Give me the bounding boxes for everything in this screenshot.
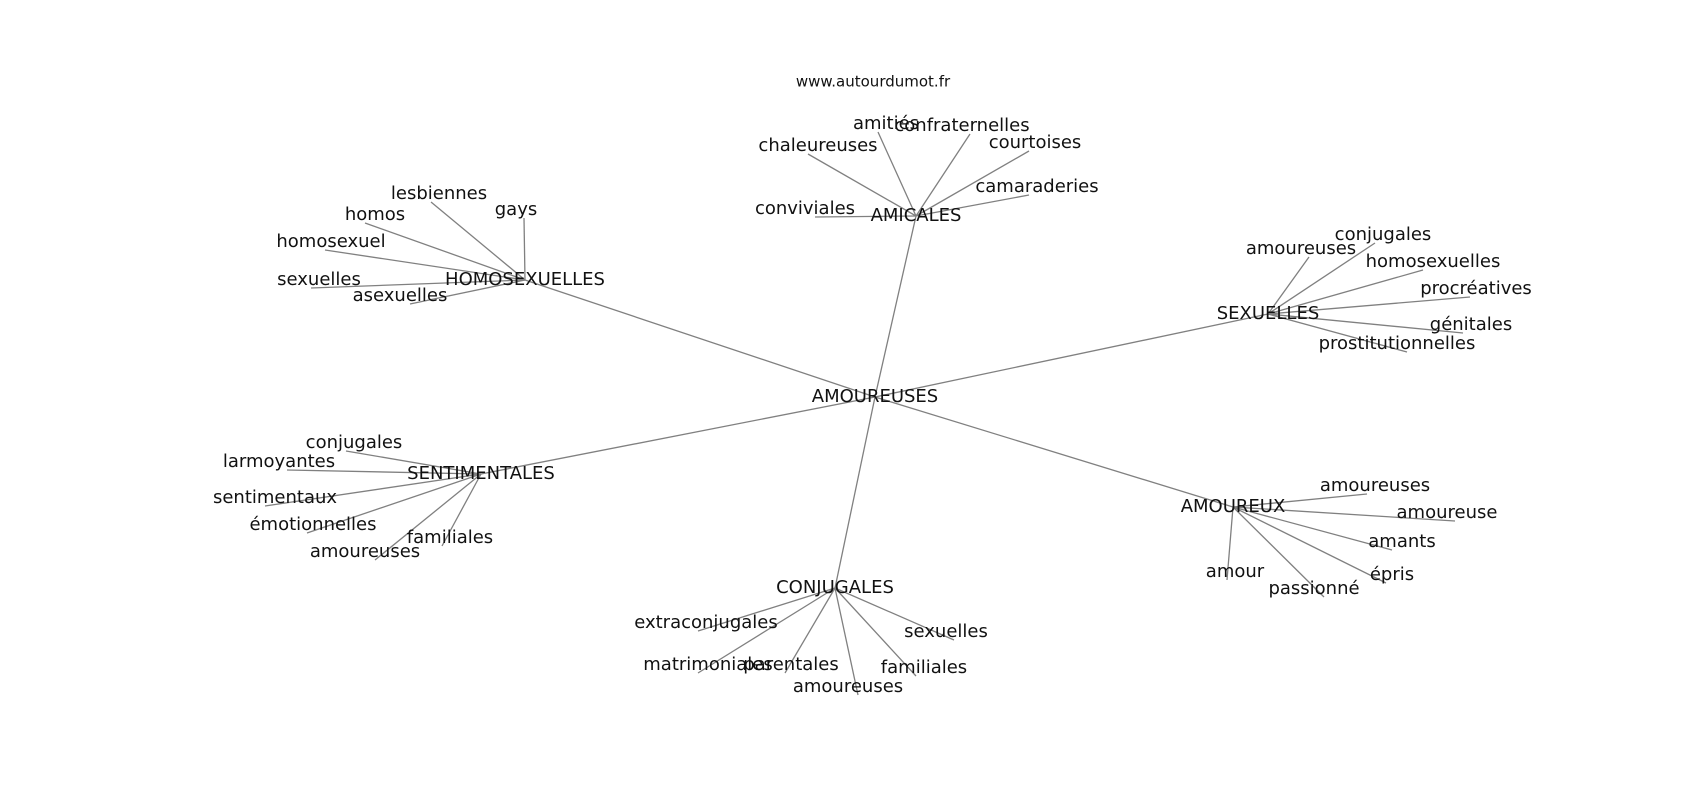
edge-hub-to-leaf (324, 249, 526, 281)
edge-hub-to-leaf (1267, 313, 1408, 353)
leaf-node-label: gays (495, 199, 538, 220)
hub-node-label: SENTIMENTALES (407, 463, 555, 484)
leaf-node-label: sentimentaux (213, 487, 337, 508)
edge-hub-to-leaf (1267, 313, 1464, 334)
leaf-node-label: larmoyantes (223, 451, 335, 472)
leaf-node-label: familiales (407, 527, 493, 548)
edge-hub-to-leaf (264, 473, 482, 507)
leaf-node-label: amoureuses (310, 541, 420, 562)
edge-hub-to-leaf (915, 150, 1030, 217)
leaf-node-label: amitiés (853, 113, 919, 134)
edge-hub-to-leaf (834, 587, 955, 641)
leaf-node-label: génitales (1430, 314, 1512, 335)
edge-hub-to-leaf (915, 194, 1030, 217)
edge-hub-to-leaf (877, 131, 917, 217)
edge-hub-to-leaf (441, 473, 482, 547)
edge-hub-to-leaf (310, 279, 526, 289)
leaf-node-label: parentales (743, 654, 838, 675)
edge-hub-to-leaf (697, 587, 836, 632)
edge-hub-to-leaf (1267, 242, 1376, 315)
graph-labels: AMOUREUSES AMICALES amitiésconfraternelles… (213, 113, 1532, 697)
leaf-node-label: amoureuses (1246, 238, 1356, 259)
leaf-node-label: chaleureuses (758, 135, 877, 156)
edge-hub-to-leaf (1267, 296, 1471, 315)
hub-node-label: AMOUREUX (1181, 496, 1286, 517)
edge-hub-to-leaf (1267, 269, 1424, 315)
edge-hub-to-leaf (814, 215, 917, 218)
leaf-node-label: sexuelles (904, 621, 988, 642)
leaf-node-label: lesbiennes (391, 183, 487, 204)
edge-center-to-hub (834, 396, 876, 589)
edge-center-to-hub (874, 313, 1269, 398)
edge-hub-to-leaf (286, 469, 482, 475)
leaf-node-label: homosexuelles (1366, 251, 1501, 272)
leaf-node-label: amoureuses (1320, 475, 1430, 496)
leaf-node-label: émotionnelles (249, 514, 376, 535)
edge-hub-to-leaf (374, 473, 482, 561)
edge-hub-to-leaf (345, 450, 482, 475)
edge-hub-to-leaf (1232, 493, 1368, 508)
hub-node-label: HOMOSEXUELLES (445, 269, 605, 290)
edge-hub-to-leaf (834, 587, 917, 677)
leaf-node-label: prostitutionnelles (1319, 333, 1476, 354)
leaf-node-label: amants (1368, 531, 1435, 552)
graph-edges (264, 131, 1471, 696)
hub-node-label: AMICALES (871, 205, 962, 226)
leaf-node-label: sexuelles (277, 269, 361, 290)
leaf-node-label: épris (1370, 564, 1414, 585)
edge-hub-to-leaf (1226, 506, 1234, 581)
leaf-node-label: confraternelles (894, 115, 1029, 136)
edge-hub-to-leaf (430, 201, 526, 281)
edge-center-to-hub (480, 396, 876, 475)
edge-hub-to-leaf (834, 587, 859, 696)
leaf-node-label: homosexuel (276, 231, 385, 252)
edge-hub-to-leaf (784, 587, 836, 674)
edge-hub-to-leaf (1267, 256, 1310, 315)
leaf-node-label: camaraderies (975, 176, 1098, 197)
leaf-node-label: amoureuse (1397, 502, 1498, 523)
edge-hub-to-leaf (364, 222, 526, 281)
leaf-node-label: amoureuses (793, 676, 903, 697)
leaf-node-label: familiales (881, 657, 967, 678)
leaf-node-label: homos (345, 204, 405, 225)
edge-center-to-hub (524, 279, 876, 398)
edge-hub-to-leaf (1232, 506, 1456, 522)
leaf-node-label: conviviales (755, 198, 855, 219)
leaf-node-label: extraconjugales (634, 612, 778, 633)
leaf-node-label: matrimoniales (643, 654, 772, 675)
leaf-node-label: procréatives (1420, 278, 1532, 299)
edge-hub-to-leaf (697, 587, 836, 674)
edge-center-to-hub (874, 215, 917, 398)
leaf-node-label: passionné (1268, 578, 1359, 599)
edge-hub-to-leaf (409, 279, 526, 305)
edge-center-to-hub (874, 396, 1234, 508)
edge-hub-to-leaf (306, 473, 482, 534)
center-node-label: AMOUREUSES (812, 386, 938, 407)
edge-hub-to-leaf (523, 217, 526, 281)
edge-hub-to-leaf (1232, 506, 1387, 584)
leaf-node-label: amour (1206, 561, 1265, 582)
leaf-node-label: asexuelles (353, 285, 448, 306)
hub-node-label: SEXUELLES (1217, 303, 1320, 324)
hub-node-label: CONJUGALES (776, 577, 894, 598)
edge-hub-to-leaf (1232, 506, 1325, 598)
edge-hub-to-leaf (915, 133, 971, 217)
leaf-node-label: courtoises (989, 132, 1082, 153)
watermark-text: www.autourdumot.fr (796, 73, 951, 91)
edge-hub-to-leaf (1232, 506, 1393, 551)
leaf-node-label: conjugales (306, 432, 403, 453)
edge-hub-to-leaf (807, 153, 917, 217)
leaf-node-label: conjugales (1335, 224, 1432, 245)
